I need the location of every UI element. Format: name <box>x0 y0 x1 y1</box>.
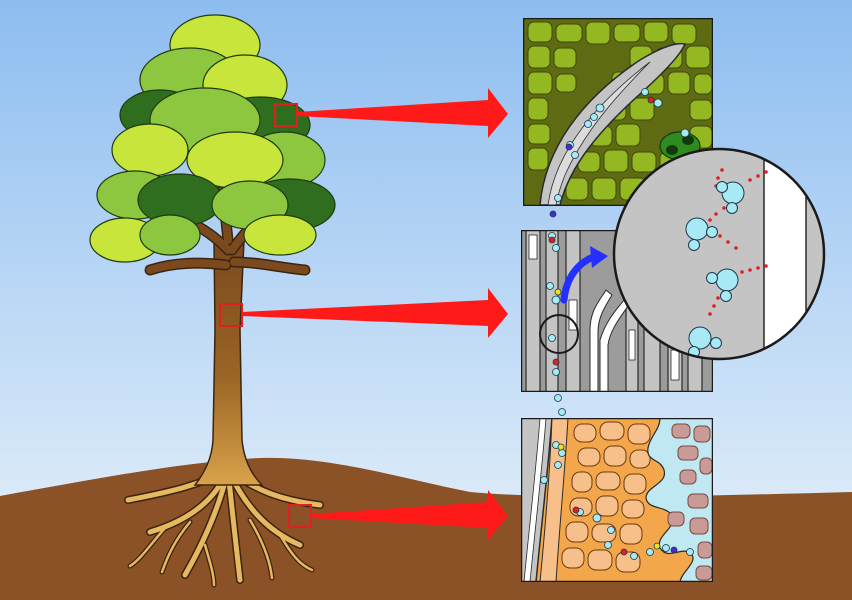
zoomed-cohesion-view <box>612 147 826 361</box>
transit-water-molecules <box>549 210 566 416</box>
leaf-vein-vessel <box>539 42 687 206</box>
stem-pointer-arrow <box>242 288 508 338</box>
water-molecule-chain <box>685 181 745 358</box>
xylem-branching-vessel <box>589 289 613 392</box>
stem-water-molecules <box>546 232 562 376</box>
leaf-water-molecules <box>554 88 690 202</box>
root-cortex-cells <box>561 421 651 573</box>
root-xylem-inner <box>523 418 547 582</box>
stem-zoom-ring <box>539 314 579 354</box>
tree-trunk <box>193 239 264 486</box>
leaf-pointer-arrow <box>297 88 508 138</box>
root-cross-section-panel <box>521 418 713 582</box>
root-water-molecules <box>540 441 694 560</box>
root-endodermis <box>539 418 569 582</box>
zoom-curved-arrow <box>560 246 608 304</box>
root-pointer-arrow <box>311 490 508 540</box>
tree-canopy <box>89 14 336 263</box>
hydrogen-bonds <box>708 168 768 316</box>
